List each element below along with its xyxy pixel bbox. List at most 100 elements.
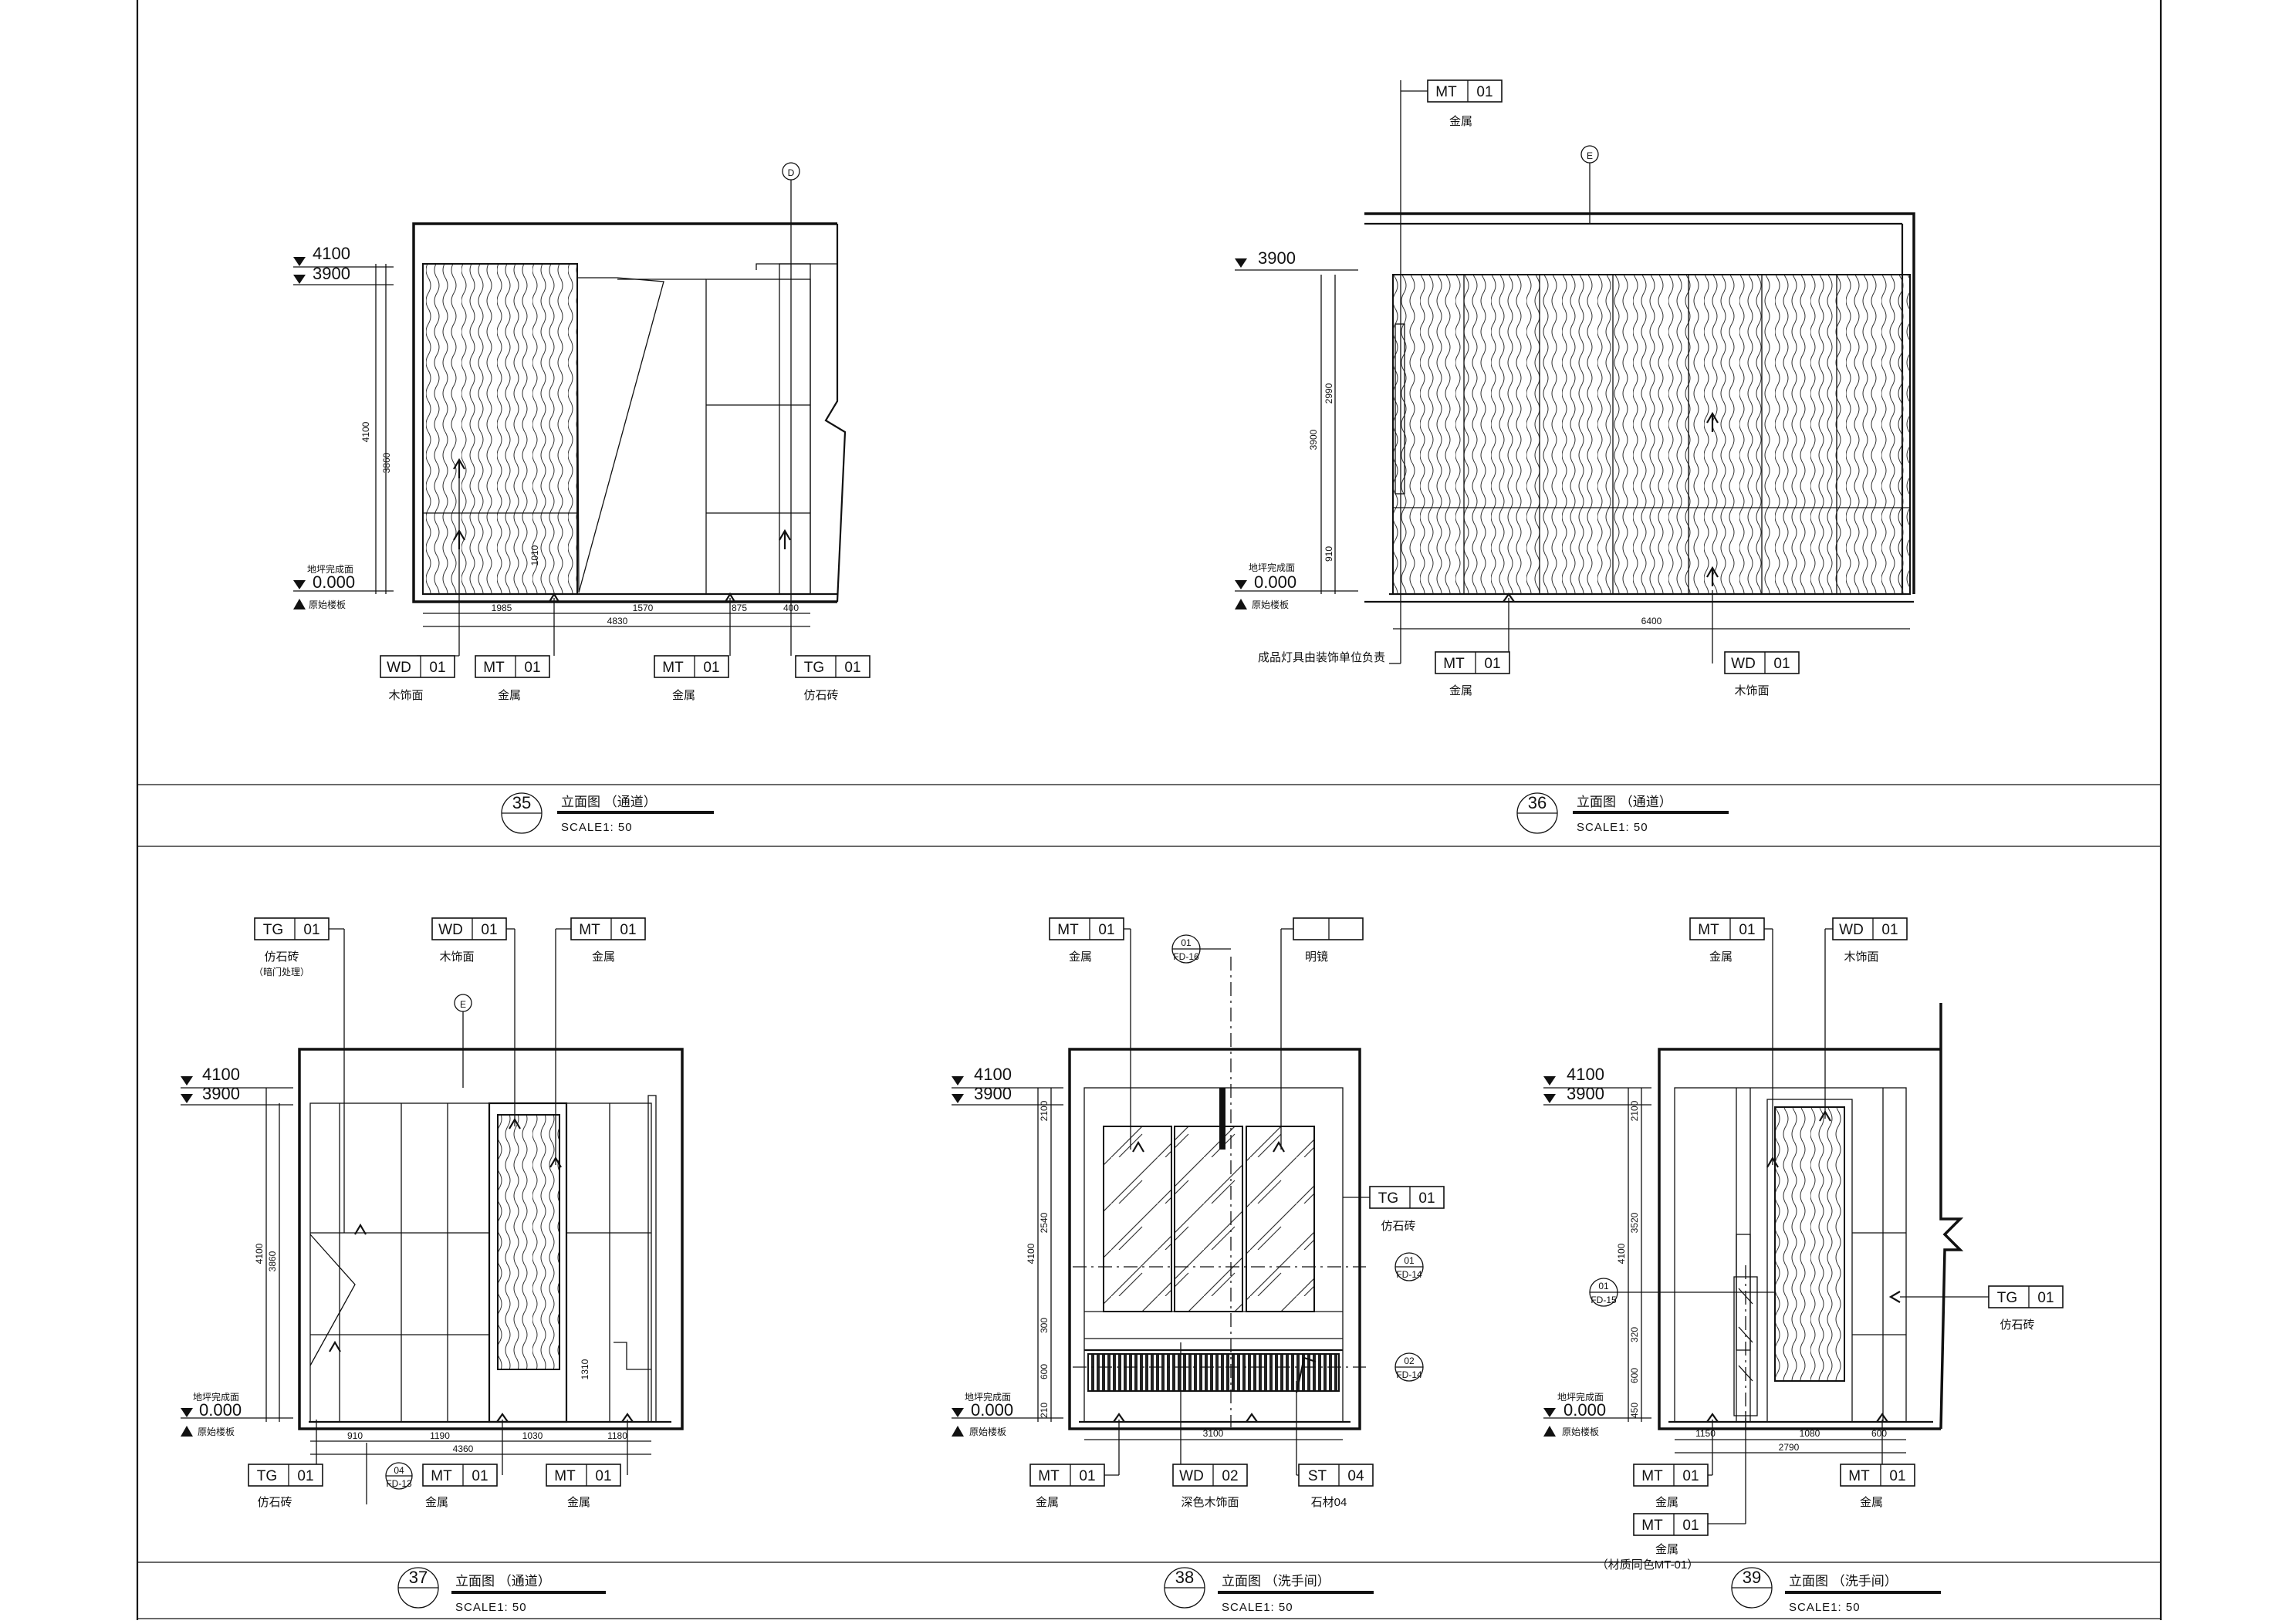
tag-caption: 金属 (1449, 115, 1472, 128)
dim-h-1190: 1190 (430, 1430, 450, 1441)
dim-h-910: 910 (347, 1430, 363, 1441)
level-3900: 3900 (1567, 1084, 1604, 1103)
tag-caption: 仿石砖 (803, 689, 838, 702)
dim-h-4360: 4360 (453, 1443, 474, 1454)
tag-code: MT (1641, 1468, 1663, 1484)
tag-code: ST (1308, 1468, 1327, 1484)
tag-num: 01 (844, 660, 860, 676)
tag-38-st04: ST 04 石材04 (1296, 1464, 1374, 1509)
dim-v-2100: 2100 (1039, 1100, 1050, 1121)
tag-37-mt01-top: MT 01 金属 (556, 917, 646, 964)
tag-num: 02 (1222, 1468, 1238, 1484)
level-0000: 0.000 (1254, 572, 1296, 592)
elevation-38: 4100 3900 地坪完成面 0.000 原始楼板 4100 2100 254… (952, 917, 1445, 1614)
tag-caption: 金属 (1449, 684, 1472, 697)
level-0000: 0.000 (971, 1400, 1013, 1420)
section-marker-38-b: 01 FD-14 (1394, 1252, 1424, 1281)
tag-num: 01 (595, 1468, 611, 1484)
tag-38-tg01: TG 01 仿石砖 (1369, 1186, 1445, 1233)
sheet-frame (136, 0, 2162, 1620)
tag-caption: 金属 (567, 1496, 590, 1509)
tag-num: 01 (429, 660, 445, 676)
section-marker-38-c: 02 FD-14 (1394, 1352, 1424, 1382)
elevation-36: E 3900 地坪完成面 0.000 原始楼板 2990 3900 910 64… (1235, 79, 1915, 834)
tag-subcaption: （暗门处理） (254, 966, 309, 977)
drawing-title: 立面图 （通道） (561, 795, 657, 809)
level-0000: 0.000 (1563, 1400, 1606, 1420)
level-markers-38: 4100 3900 地坪完成面 0.000 原始楼板 (952, 1065, 1063, 1437)
section-num: 04 (394, 1465, 404, 1476)
title-block-36: 36 立面图 （通道） SCALE1: 50 (1516, 792, 1729, 834)
tag-num: 01 (481, 922, 497, 938)
tag-caption: 木饰面 (1844, 950, 1878, 964)
dim-v-600: 600 (1039, 1364, 1050, 1379)
section-marker-39: 01 FD-15 (1589, 1278, 1618, 1307)
level-markers-35: 4100 3900 地坪完成面 0.000 原始楼板 (293, 244, 394, 610)
tag-num: 01 (1773, 656, 1790, 672)
level-note-finish: 地坪完成面 (307, 563, 353, 575)
drawing-scale: SCALE1: 50 (1577, 821, 1648, 834)
level-4100: 4100 (202, 1065, 240, 1084)
dim-h-1150: 1150 (1695, 1428, 1716, 1439)
tag-39-mt01-top: MT 01 金属 (1689, 917, 1773, 964)
dim-h-600: 600 (1871, 1428, 1887, 1439)
tag-code: MT (1435, 84, 1457, 100)
tag-caption: 金属 (1655, 1543, 1678, 1556)
grid-label-37: E (460, 999, 466, 1010)
section-marker-37: 04 FD-13 (366, 1443, 413, 1504)
tag-caption: 明镜 (1305, 950, 1328, 964)
dim-h-2790: 2790 (1779, 1442, 1800, 1453)
tag-caption: 仿石砖 (257, 1496, 292, 1509)
drawing-title: 立面图 （通道） (455, 1574, 551, 1589)
drawing-scale: SCALE1: 50 (561, 821, 633, 834)
title-block-38: 38 立面图 （洗手间） SCALE1: 50 (1164, 1567, 1374, 1614)
tag-code: MT (662, 660, 684, 676)
tag-code: MT (1038, 1468, 1060, 1484)
dim-v-450: 450 (1629, 1403, 1640, 1418)
tag-num: 01 (1889, 1468, 1905, 1484)
tag-num: 01 (1881, 922, 1898, 938)
tag-38-mt01-top: MT 01 金属 (1049, 917, 1131, 964)
dim-v-300: 300 (1039, 1318, 1050, 1333)
dim-v-210: 210 (1039, 1403, 1050, 1418)
tag-caption: 金属 (592, 950, 615, 964)
tag-num: 01 (1476, 84, 1493, 100)
tag-37-mt01-c: MT 01 金属 (546, 1464, 621, 1509)
drawing-number: 36 (1528, 793, 1547, 812)
tag-code: WD (1179, 1468, 1204, 1484)
dim-h-1030: 1030 (522, 1430, 543, 1441)
tag-num: 01 (1484, 656, 1500, 672)
dim-v-2100: 2100 (1629, 1100, 1640, 1121)
dim-v-3520: 3520 (1629, 1212, 1640, 1233)
section-ref: FD-16 (1173, 951, 1199, 962)
tag-39-wd01: WD 01 木饰面 (1825, 917, 1908, 964)
section-ref: FD-14 (1396, 1269, 1422, 1280)
tag-num: 01 (472, 1468, 488, 1484)
level-note-slab: 原始楼板 (1252, 599, 1289, 610)
tag-caption: 金属 (1036, 1496, 1059, 1509)
section-num: 01 (1598, 1281, 1609, 1291)
level-markers-39: 4100 3900 地坪完成面 0.000 原始楼板 (1543, 1065, 1651, 1437)
level-3900: 3900 (1258, 248, 1296, 268)
tag-caption: 金属 (498, 689, 521, 702)
tag-code: TG (263, 922, 283, 938)
tag-caption: 金属 (1709, 950, 1733, 964)
level-note-finish: 地坪完成面 (193, 1391, 239, 1403)
dim-v-4100: 4100 (254, 1243, 265, 1264)
tag-code: TG (1378, 1190, 1398, 1207)
tag-code: TG (257, 1468, 277, 1484)
tag-code: MT (1057, 922, 1079, 938)
tag-35-mt01-b: MT 01 金属 (654, 655, 729, 702)
tag-caption: 金属 (1860, 1496, 1883, 1509)
tag-code: MT (554, 1468, 576, 1484)
tag-num: 01 (1682, 1468, 1699, 1484)
tag-code: MT (431, 1468, 452, 1484)
tag-num: 04 (1347, 1468, 1364, 1484)
tag-caption: 深色木饰面 (1181, 1496, 1239, 1509)
tag-37-tg01-bottom: TG 01 仿石砖 (248, 1464, 323, 1509)
tag-37-wd01: WD 01 木饰面 (431, 917, 515, 964)
tag-35-mt01-a: MT 01 金属 (475, 655, 550, 702)
level-note-slab: 原始楼板 (309, 599, 346, 610)
drawing-number: 35 (512, 793, 531, 812)
